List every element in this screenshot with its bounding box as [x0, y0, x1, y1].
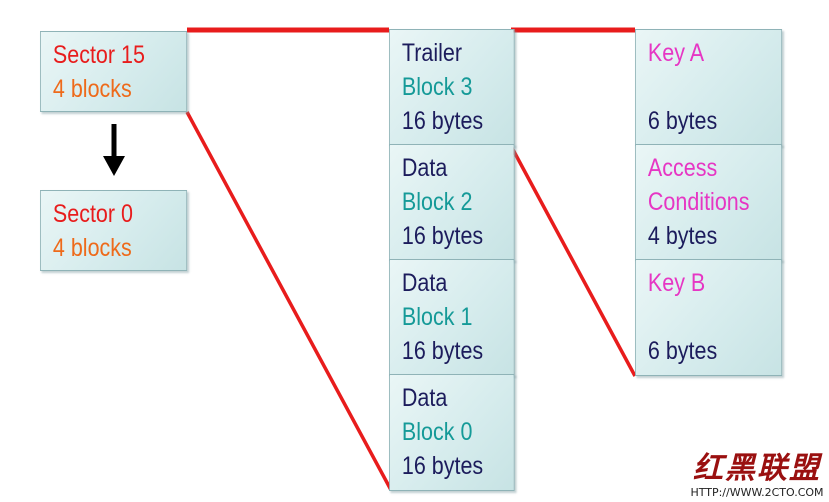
connector-bottom-right	[509, 145, 637, 377]
sector-block-count: 4 blocks	[52, 75, 132, 103]
sector-label: Sector 0	[52, 200, 133, 228]
block-name: Block 0	[401, 418, 473, 446]
access-label-line2: Conditions	[647, 188, 750, 216]
watermark-logo: 红黑联盟	[693, 451, 821, 486]
watermark: 红黑联盟 HTTP://WWW.2CTO.COM	[687, 452, 827, 500]
block-name: Block 3	[401, 73, 473, 101]
down-arrow-icon	[103, 124, 125, 176]
block-name: Block 1	[401, 303, 473, 331]
sector-15-box: Sector 15 4 blocks	[40, 31, 188, 112]
key-b-box: Key B 6 bytes	[635, 259, 783, 376]
sector-label: Sector 15	[52, 41, 145, 69]
block-3-box: Trailer Block 3 16 bytes	[389, 29, 515, 146]
block-type: Trailer	[401, 39, 463, 67]
key-b-label: Key B	[647, 269, 706, 297]
watermark-url: HTTP://WWW.2CTO.COM	[690, 486, 824, 499]
block-type: Data	[401, 384, 448, 412]
block-size: 16 bytes	[401, 222, 484, 250]
spacer	[648, 300, 781, 334]
block-size: 16 bytes	[401, 452, 484, 480]
access-label-line1: Access	[647, 154, 718, 182]
key-a-box: Key A 6 bytes	[635, 29, 783, 146]
spacer	[648, 70, 781, 104]
block-size: 16 bytes	[401, 337, 484, 365]
key-a-size: 6 bytes	[647, 107, 718, 135]
key-b-size: 6 bytes	[647, 337, 718, 365]
sector-block-count: 4 blocks	[52, 234, 132, 262]
connector-bottom-left	[185, 111, 393, 491]
block-name: Block 2	[401, 188, 473, 216]
access-size: 4 bytes	[647, 222, 718, 250]
key-a-label: Key A	[647, 39, 705, 67]
sector-0-box: Sector 0 4 blocks	[40, 190, 188, 271]
block-type: Data	[401, 269, 448, 297]
block-0-box: Data Block 0 16 bytes	[389, 374, 515, 491]
block-type: Data	[401, 154, 448, 182]
access-conditions-box: Access Conditions 4 bytes	[635, 144, 783, 261]
block-2-box: Data Block 2 16 bytes	[389, 144, 515, 261]
block-1-box: Data Block 1 16 bytes	[389, 259, 515, 376]
block-size: 16 bytes	[401, 107, 484, 135]
